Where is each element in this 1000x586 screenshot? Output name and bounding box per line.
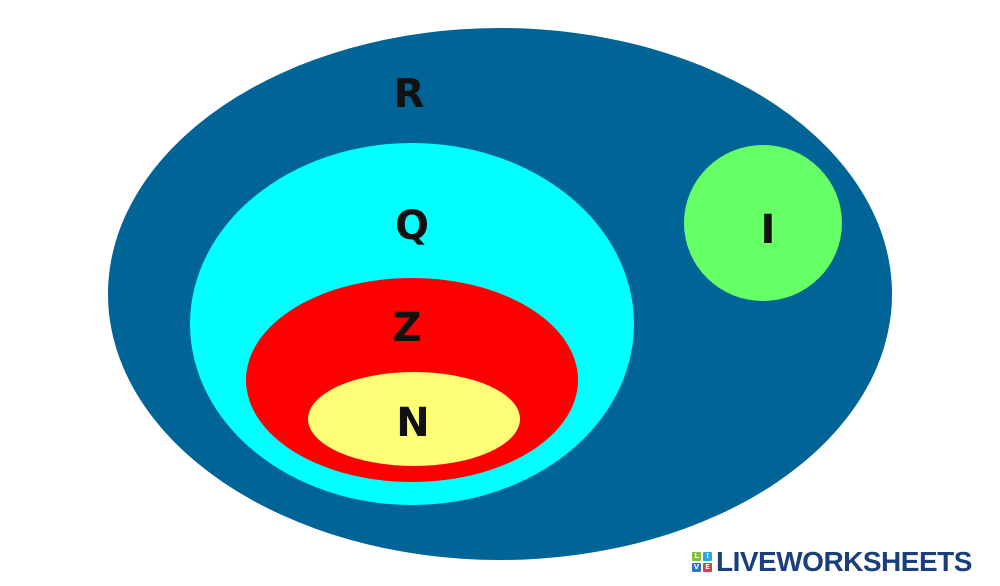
set-r-label: R xyxy=(394,71,425,117)
logo-tile: V xyxy=(692,563,701,572)
logo-tile: E xyxy=(703,563,712,572)
set-i-region xyxy=(684,145,842,301)
logo-tiles-icon: L I V E xyxy=(692,552,712,572)
set-n-region xyxy=(308,372,520,466)
set-n-label: N xyxy=(396,400,429,446)
logo-tile: L xyxy=(692,552,701,561)
liveworksheets-logo: L I V E LIVEWORKSHEETS xyxy=(692,546,972,578)
logo-tile: I xyxy=(703,552,712,561)
set-z-label: Z xyxy=(392,305,421,351)
set-q-label: Q xyxy=(395,203,429,249)
set-i-label: I xyxy=(761,207,776,253)
logo-text: LIVEWORKSHEETS xyxy=(716,546,972,577)
